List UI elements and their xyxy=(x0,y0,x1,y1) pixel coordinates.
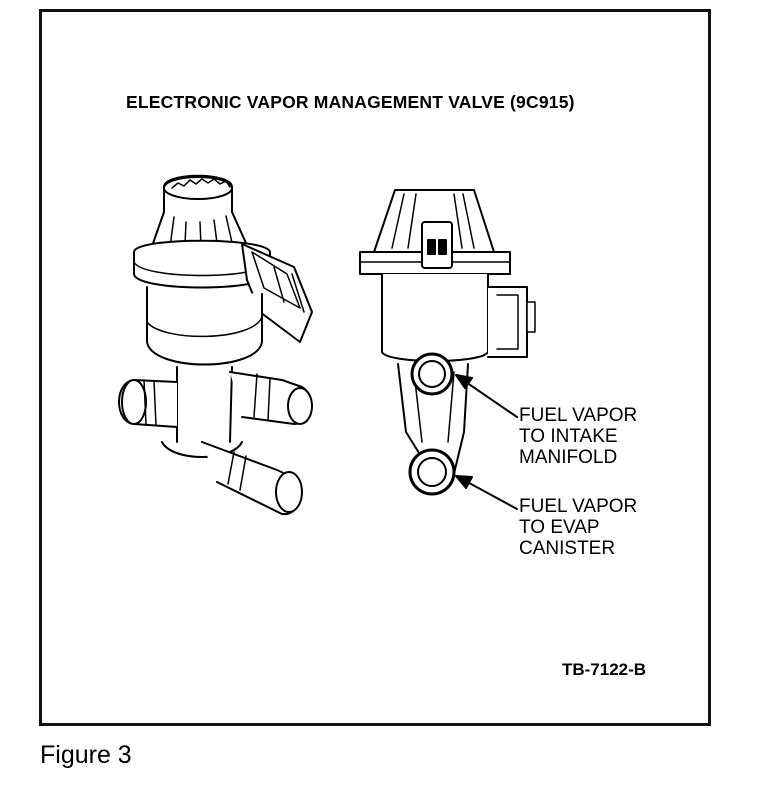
callout-line: FUEL VAPOR xyxy=(519,405,638,426)
intake-manifold-port xyxy=(410,352,454,396)
valve-isometric-view xyxy=(118,174,313,516)
callout-line: TO INTAKE xyxy=(519,426,618,447)
valve-illustrations xyxy=(118,174,536,516)
reference-code: TB-7122-B xyxy=(562,660,647,679)
side-view-body xyxy=(381,273,489,362)
callout-line: FUEL VAPOR xyxy=(519,496,638,517)
side-view-connector xyxy=(421,221,453,269)
valve-main-body xyxy=(146,286,263,366)
figure-caption: Figure 3 xyxy=(40,741,132,769)
figure-frame: ELECTRONIC VAPOR MANAGEMENT VALVE (9C915… xyxy=(39,9,711,726)
callout-line: CANISTER xyxy=(519,538,616,559)
callout-line: TO EVAP xyxy=(519,517,600,538)
arrow-evap-canister xyxy=(455,475,518,510)
evap-canister-port xyxy=(408,448,456,496)
valve-side-view xyxy=(359,189,536,510)
callout-evap-canister: FUEL VAPOR TO EVAP CANISTER xyxy=(519,496,637,559)
arrow-intake-manifold xyxy=(455,374,518,418)
diagram-title: ELECTRONIC VAPOR MANAGEMENT VALVE (9C915… xyxy=(126,92,575,112)
callout-line: MANIFOLD xyxy=(519,447,618,468)
callout-intake-manifold: FUEL VAPOR TO INTAKE MANIFOLD xyxy=(519,405,637,468)
valve-connector xyxy=(241,243,313,343)
